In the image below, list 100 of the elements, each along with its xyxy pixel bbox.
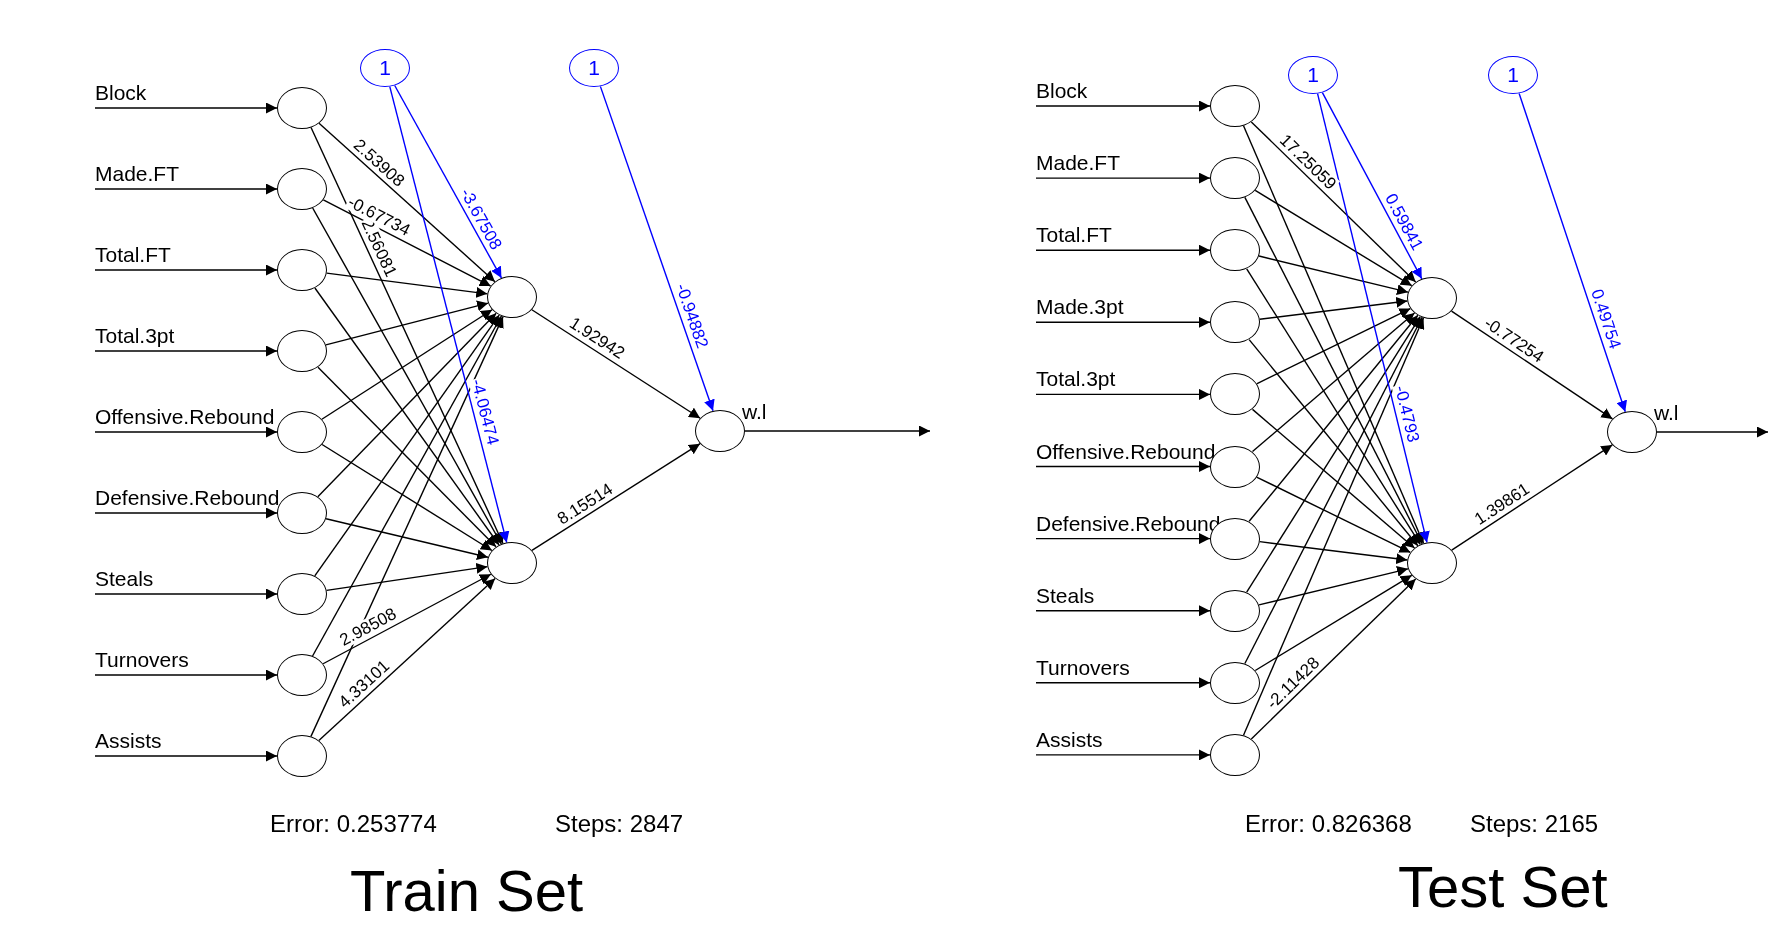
arrow	[1244, 316, 1423, 665]
neuron-circle	[1407, 277, 1457, 319]
arrow	[1251, 312, 1416, 453]
edge-label: -4.06474	[467, 376, 502, 448]
neuron-circle	[1210, 589, 1260, 632]
arrow	[321, 443, 493, 552]
arrow	[1248, 314, 1419, 522]
arrow	[310, 315, 504, 738]
arrow	[1035, 605, 1211, 617]
arrow	[94, 588, 278, 600]
arrow	[1258, 255, 1409, 295]
output-name: w.l	[1654, 402, 1679, 423]
arrow	[94, 264, 278, 276]
input-label: Made.3pt	[1036, 296, 1124, 318]
arrow	[1251, 408, 1416, 549]
input-label: Block	[95, 82, 147, 103]
arrow	[1656, 426, 1769, 438]
neuron-circle	[277, 573, 327, 615]
input-label: Made.FT	[1036, 152, 1121, 174]
input-label: Defensive.Rebound	[95, 487, 280, 508]
arrow	[311, 207, 503, 545]
arrow	[1451, 444, 1613, 551]
arrow	[321, 309, 493, 420]
neuron-circle	[1210, 301, 1260, 344]
arrow	[322, 573, 492, 665]
input-label: Block	[1036, 80, 1088, 101]
arrow	[94, 345, 278, 357]
set-title: Test Set	[1398, 858, 1608, 916]
arrow	[322, 199, 492, 287]
arrow	[1250, 578, 1417, 740]
arrow	[325, 518, 489, 561]
arrow	[310, 126, 504, 545]
bias-node: 1	[1288, 56, 1338, 94]
arrow	[94, 669, 278, 681]
input-label: Turnovers	[1036, 656, 1130, 678]
training-stat: Error: 0.253774	[270, 812, 437, 836]
arrow	[94, 183, 278, 195]
input-label: Total.FT	[1036, 224, 1112, 246]
arrow	[317, 366, 497, 548]
arrow	[314, 287, 500, 546]
neuron-circle	[277, 330, 327, 372]
arrow	[1254, 189, 1413, 287]
arrow	[599, 85, 715, 412]
arrow	[317, 312, 497, 498]
arrow	[531, 309, 701, 419]
neuron-circle	[1210, 733, 1260, 776]
neuron-circle	[277, 492, 327, 534]
arrow	[744, 425, 931, 437]
neuron-circle	[277, 411, 327, 453]
neuron-circle	[487, 542, 537, 584]
input-label: Offensive.Rebound	[95, 406, 275, 427]
input-label: Assists	[1036, 728, 1103, 750]
input-label: Steals	[1036, 584, 1095, 606]
neuron-circle	[277, 735, 327, 777]
neuron-circle	[277, 249, 327, 291]
bias-node: 1	[1488, 56, 1538, 94]
arrow	[1035, 244, 1211, 256]
arrow	[1255, 307, 1412, 385]
neuron-circle	[1210, 661, 1260, 704]
neuron-circle	[1210, 157, 1260, 200]
bias-node: 1	[360, 49, 410, 87]
arrow	[1035, 316, 1211, 328]
neuron-circle	[277, 654, 327, 696]
arrow	[394, 84, 503, 279]
training-stat: Steps: 2165	[1470, 812, 1599, 836]
arrow	[325, 300, 489, 346]
arrow	[1246, 315, 1421, 593]
input-label: Turnovers	[95, 649, 189, 670]
input-label: Total.FT	[95, 244, 171, 265]
arrow	[1244, 196, 1423, 545]
input-label: Assists	[95, 730, 162, 751]
neuron-circle	[1210, 85, 1260, 127]
arrow	[1246, 268, 1421, 546]
neuron-circle	[1407, 542, 1457, 584]
neuron-circle	[1210, 373, 1260, 416]
arrow	[1259, 296, 1408, 320]
arrow	[1250, 121, 1417, 283]
arrow	[1035, 172, 1211, 184]
input-label: Steals	[95, 568, 154, 589]
arrow	[311, 315, 503, 657]
arrow	[94, 102, 278, 114]
input-label: Total.3pt	[1036, 368, 1116, 390]
neuron-circle	[277, 168, 327, 210]
arrow	[1248, 338, 1419, 547]
arrow	[1321, 91, 1423, 280]
training-stat: Steps: 2847	[555, 812, 684, 836]
arrow	[1254, 574, 1413, 672]
arrow	[389, 85, 510, 544]
input-label: Defensive.Rebound	[1036, 512, 1221, 534]
arrow	[1518, 92, 1627, 413]
neuron-circle	[277, 87, 327, 129]
arrow	[318, 577, 496, 742]
arrow	[1259, 540, 1408, 565]
output-name: w.l	[742, 401, 767, 422]
neuron-circle	[1210, 229, 1260, 272]
arrow	[325, 562, 489, 592]
arrow	[1035, 100, 1211, 112]
arrow	[1450, 310, 1614, 420]
arrow	[318, 122, 496, 283]
arrow	[94, 507, 278, 519]
